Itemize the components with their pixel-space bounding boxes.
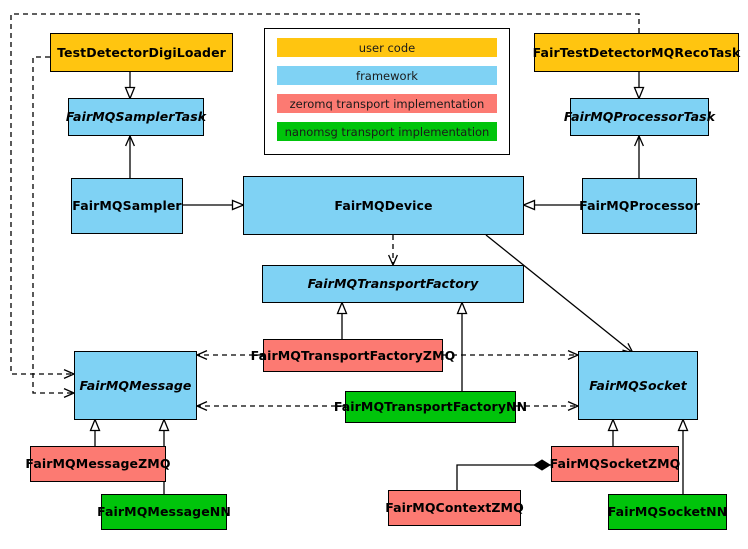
node-label: FairMQTransportFactoryZMQ bbox=[250, 347, 456, 363]
node-fairmq-processor-task[interactable]: FairMQProcessorTask bbox=[564, 98, 715, 136]
node-label: TestDetectorDigiLoader bbox=[57, 44, 226, 60]
node-fairmq-transport-factory-zmq[interactable]: FairMQTransportFactoryZMQ bbox=[251, 339, 455, 372]
node-fairmq-transport-factory-nn[interactable]: FairMQTransportFactoryNN bbox=[334, 391, 527, 423]
node-test-detector-digi-loader[interactable]: TestDetectorDigiLoader bbox=[50, 33, 233, 72]
node-label: FairMQProcessor bbox=[579, 198, 700, 214]
node-fairmq-socket-zmq[interactable]: FairMQSocketZMQ bbox=[549, 446, 681, 482]
node-fairmq-socket[interactable]: FairMQSocket bbox=[578, 351, 698, 420]
node-fairmq-processor[interactable]: FairMQProcessor bbox=[579, 178, 700, 234]
node-label: FairMQSocketNN bbox=[607, 504, 728, 520]
legend-label-user-code: user code bbox=[358, 40, 416, 55]
node-label: FairMQContextZMQ bbox=[385, 500, 524, 516]
legend-label-nanomsg: nanomsg transport implementation bbox=[284, 124, 490, 139]
legend-item-zeromq: zeromq transport implementation bbox=[277, 94, 497, 113]
node-fairmq-message[interactable]: FairMQMessage bbox=[74, 351, 197, 420]
node-fairmq-message-zmq[interactable]: FairMQMessageZMQ bbox=[25, 446, 170, 482]
node-label: FairMQProcessorTask bbox=[563, 109, 716, 125]
node-label: FairMQMessage bbox=[79, 377, 192, 393]
legend-item-framework: framework bbox=[277, 66, 497, 85]
node-label: FairMQSocket bbox=[589, 377, 687, 393]
node-label: FairMQTransportFactoryNN bbox=[333, 399, 528, 415]
legend-label-framework: framework bbox=[356, 68, 418, 83]
node-fairmq-sampler-task[interactable]: FairMQSamplerTask bbox=[65, 98, 207, 136]
edge-digiloader-to-message bbox=[32, 56, 76, 398]
node-label: FairMQSamplerTask bbox=[65, 109, 207, 125]
node-fairmq-context-zmq[interactable]: FairMQContextZMQ bbox=[385, 490, 524, 526]
node-fairmq-message-nn[interactable]: FairMQMessageNN bbox=[97, 494, 231, 530]
legend-item-nanomsg: nanomsg transport implementation bbox=[277, 122, 497, 141]
legend-item-user-code: user code bbox=[277, 38, 497, 57]
legend-panel: user code framework zeromq transport imp… bbox=[264, 28, 510, 155]
node-label: FairMQMessageZMQ bbox=[25, 456, 171, 472]
edge-recotask-to-message bbox=[10, 13, 640, 379]
node-label: FairMQTransportFactory bbox=[307, 276, 479, 292]
node-fairmq-transport-factory[interactable]: FairMQTransportFactory bbox=[262, 265, 524, 303]
node-fairmq-device[interactable]: FairMQDevice bbox=[243, 176, 524, 235]
node-label: FairMQDevice bbox=[334, 197, 433, 213]
edge-contextzmq-to-socketzmq bbox=[456, 459, 551, 490]
node-label: FairTestDetectorMQRecoTask bbox=[532, 44, 741, 60]
legend-label-zeromq: zeromq transport implementation bbox=[289, 96, 485, 111]
node-fairmq-sampler[interactable]: FairMQSampler bbox=[71, 178, 183, 234]
node-label: FairMQMessageNN bbox=[97, 504, 231, 520]
node-label: FairMQSampler bbox=[72, 198, 182, 214]
node-label: FairMQSocketZMQ bbox=[549, 456, 681, 472]
edge-device-to-socket bbox=[485, 234, 635, 355]
node-fair-test-detector-mq-reco-task[interactable]: FairTestDetectorMQRecoTask bbox=[532, 33, 741, 72]
node-fairmq-socket-nn[interactable]: FairMQSocketNN bbox=[608, 494, 727, 530]
